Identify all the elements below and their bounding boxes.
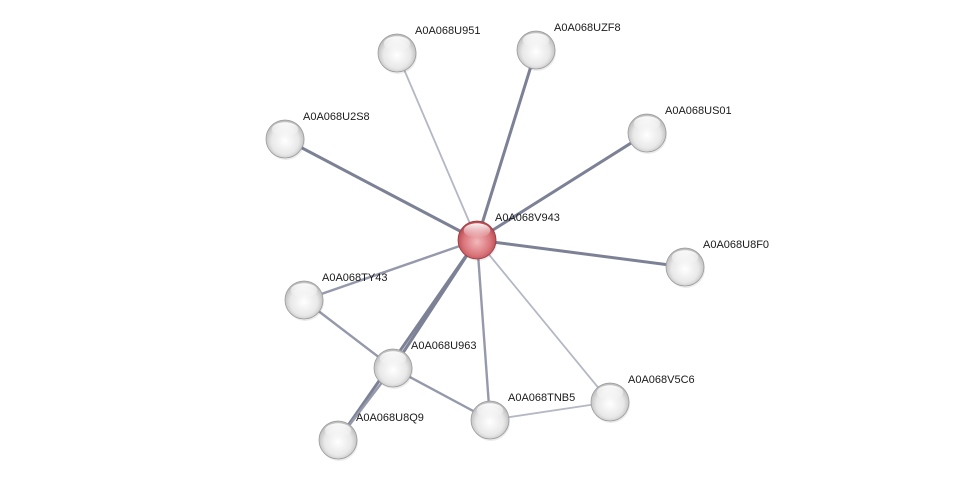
node-gloss: [596, 385, 624, 400]
node-label: A0A068U2S8: [303, 111, 370, 123]
node-label: A0A068U8Q9: [356, 412, 424, 424]
node-gloss: [379, 351, 407, 366]
node-label: A0A068U963: [411, 340, 476, 352]
node-A0A068TNB5[interactable]: A0A068TNB5: [470, 392, 575, 441]
edge-A0A068V943-A0A068U8Q9[interactable]: [336, 238, 479, 442]
node-label: A0A068V943: [495, 212, 560, 224]
node-label: A0A068US01: [665, 105, 732, 117]
node-label: A0A068V5C6: [628, 374, 695, 386]
node-label: A0A068TNB5: [508, 392, 575, 404]
edge-A0A068V943-A0A068US01[interactable]: [475, 131, 649, 242]
edge-A0A068V943-A0A068U2S8[interactable]: [283, 137, 479, 242]
node-A0A068US01[interactable]: A0A068US01: [627, 105, 732, 154]
node-gloss: [383, 36, 411, 51]
node-label: A0A068TY43: [322, 272, 387, 284]
node-label: A0A068U951: [415, 25, 480, 37]
node-gloss: [671, 250, 699, 265]
edge-A0A068V943-A0A068TY43[interactable]: [302, 238, 479, 302]
node-label: A0A068UZF8: [554, 22, 621, 34]
node-gloss: [290, 283, 318, 298]
node-A0A068U8Q9[interactable]: A0A068U8Q9: [318, 412, 424, 461]
node-gloss: [522, 33, 550, 48]
node-gloss: [476, 403, 504, 418]
node-gloss: [324, 423, 352, 438]
node-A0A068V943[interactable]: A0A068V943: [457, 212, 560, 261]
node-A0A068V5C6[interactable]: A0A068V5C6: [590, 374, 695, 423]
node-layer: A0A068V943 A0A068U951 A0A068UZF8A0A068U2S8…: [265, 22, 769, 461]
edge-A0A068V943-A0A068U8F0[interactable]: [475, 238, 687, 269]
node-A0A068UZF8[interactable]: A0A068UZF8: [516, 22, 621, 71]
node-gloss: [271, 122, 299, 137]
node-A0A068U951[interactable]: A0A068U951: [377, 25, 480, 74]
node-A0A068TY43[interactable]: A0A068TY43: [284, 272, 387, 321]
edge-A0A068V943-A0A068UZF8[interactable]: [475, 48, 538, 242]
edge-A0A068V943-A0A068U951[interactable]: [396, 52, 478, 241]
node-A0A068U8F0[interactable]: A0A068U8F0: [665, 239, 769, 288]
node-gloss: [463, 223, 491, 238]
node-A0A068U2S8[interactable]: A0A068U2S8: [265, 111, 370, 160]
node-label: A0A068U8F0: [703, 239, 769, 251]
edge-A0A068V943-A0A068V5C6[interactable]: [476, 239, 611, 403]
edge-A0A068V943-A0A068TNB5[interactable]: [475, 238, 492, 422]
node-gloss: [633, 116, 661, 131]
node-A0A068U963[interactable]: A0A068U963: [373, 340, 476, 389]
edge-A0A068TNB5-A0A068V5C6[interactable]: [489, 401, 611, 421]
